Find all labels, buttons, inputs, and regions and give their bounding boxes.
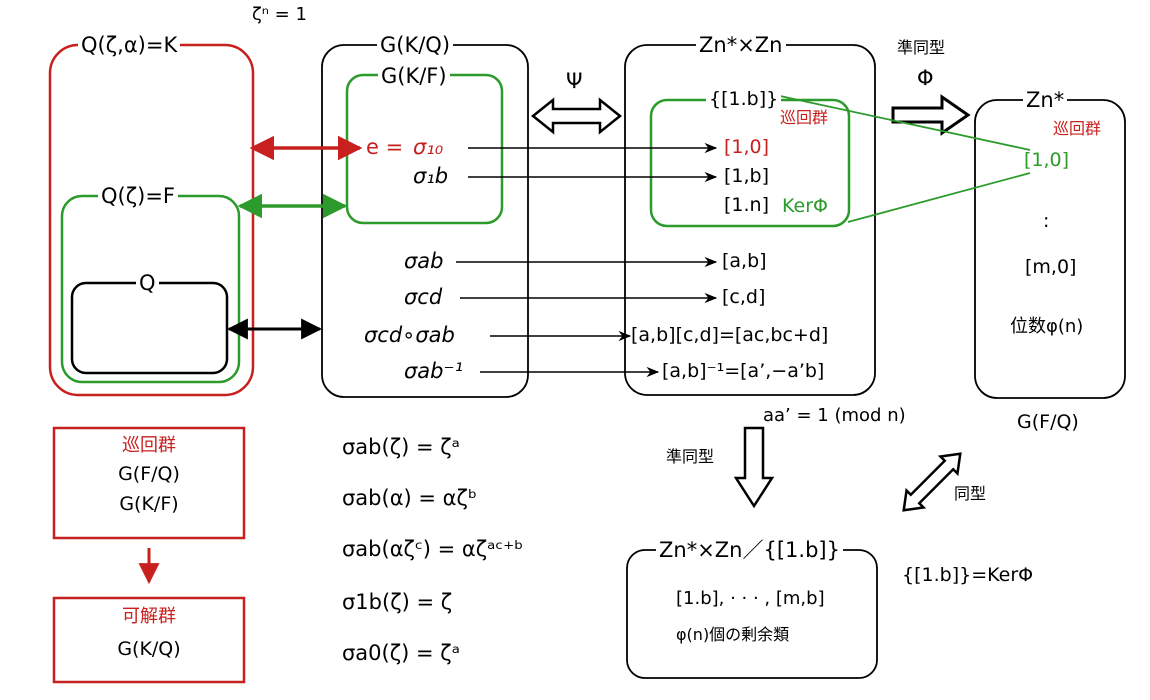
znzn-title: Zn*×Zn bbox=[696, 35, 786, 56]
field-K-label: Q(ζ,α)=K bbox=[78, 35, 181, 56]
psi-double-arrow bbox=[530, 97, 623, 135]
element-1b: [1,b] bbox=[724, 165, 770, 187]
sigma-1b: σ₁b bbox=[413, 164, 449, 188]
cyclic-box-line2: G(K/F) bbox=[119, 493, 179, 515]
element-10: [1,0] bbox=[724, 136, 770, 158]
quotient-box bbox=[626, 549, 878, 679]
sigma-ab: σab bbox=[404, 249, 444, 273]
homo-label: 準同型 bbox=[897, 38, 946, 57]
element-ab: [a,b] bbox=[722, 250, 767, 272]
cyclic-box-title: 巡回群 bbox=[122, 435, 176, 456]
solvable-box-line1: G(K/Q) bbox=[117, 638, 181, 660]
zn-order-label: 位数φ(n) bbox=[1010, 316, 1084, 337]
kernel-set-label: {[1.b]} bbox=[706, 90, 782, 109]
formula-5: σa0(ζ) = ζᵃ bbox=[342, 641, 460, 665]
solvable-box-title: 可解群 bbox=[122, 606, 176, 627]
zn-element-m0: [m,0] bbox=[1025, 256, 1077, 278]
iso-double-arrow bbox=[902, 452, 962, 512]
identity-label: e = bbox=[366, 135, 404, 159]
solvable-box bbox=[52, 596, 246, 684]
ker-phi-label: KerΦ bbox=[782, 195, 828, 217]
field-K-box bbox=[48, 43, 255, 397]
mod-note: aa’ = 1 (mod n) bbox=[763, 405, 906, 426]
formula-1: σab(ζ) = ζᵃ bbox=[342, 435, 460, 459]
kernel-line-bottom bbox=[847, 172, 1031, 223]
quotient-elements: [1.b], · · · , [m,b] bbox=[676, 588, 825, 609]
kernel-line-top bbox=[779, 95, 1031, 151]
homo-down-arrow bbox=[733, 426, 775, 509]
field-F-label: Q(ζ)=F bbox=[98, 186, 179, 207]
formula-2: σab(α) = αζᵇ bbox=[342, 486, 477, 510]
group-GKF-label: G(K/F) bbox=[378, 66, 450, 87]
sigma-composition: σcd∘σab bbox=[364, 323, 455, 347]
zn-element-10: [1,0] bbox=[1021, 151, 1073, 170]
top-note: ζⁿ = 1 bbox=[252, 4, 307, 25]
psi-label: Ψ bbox=[566, 69, 583, 93]
element-cd: [c,d] bbox=[722, 286, 766, 308]
sigma-10: σ₁₀ bbox=[413, 135, 444, 159]
group-GKQ-label: G(K/Q) bbox=[377, 35, 454, 56]
sigma-inverse: σab⁻¹ bbox=[404, 359, 464, 383]
kernel-cyclic-label: 巡回群 bbox=[780, 108, 829, 127]
field-Q-label: Q bbox=[136, 273, 159, 294]
zn-cyclic-label: 巡回群 bbox=[1053, 119, 1102, 138]
formula-3: σab(αζᶜ) = αζᵃᶜ⁺ᵇ bbox=[342, 537, 524, 561]
phi-label: Φ bbox=[917, 66, 934, 90]
zn-title: Zn* bbox=[1023, 90, 1068, 111]
iso-label: 同型 bbox=[954, 484, 987, 503]
formula-4: σ1b(ζ) = ζ bbox=[342, 590, 453, 614]
quotient-note: φ(n)個の剰余類 bbox=[676, 625, 790, 644]
field-Q-box bbox=[70, 281, 229, 375]
element-product: [a,b][c,d]=[ac,bc+d] bbox=[631, 324, 829, 346]
cyclic-box bbox=[52, 426, 246, 540]
homo-down-label: 準同型 bbox=[666, 447, 715, 466]
quotient-title: Zn*×Zn／{[1.b]} bbox=[656, 540, 843, 561]
gfq-caption: G(F/Q) bbox=[1017, 411, 1079, 433]
element-inverse: [a,b]⁻¹=[a’,−a’b] bbox=[662, 360, 825, 382]
element-1n: [1.n] bbox=[724, 194, 769, 216]
cyclic-box-line1: G(F/Q) bbox=[118, 463, 180, 485]
zn-box bbox=[974, 99, 1126, 399]
zn-dots: : bbox=[1043, 210, 1050, 232]
kernel-equation: {[1.b]}=KerΦ bbox=[902, 564, 1034, 586]
sigma-cd: σcd bbox=[404, 285, 443, 309]
